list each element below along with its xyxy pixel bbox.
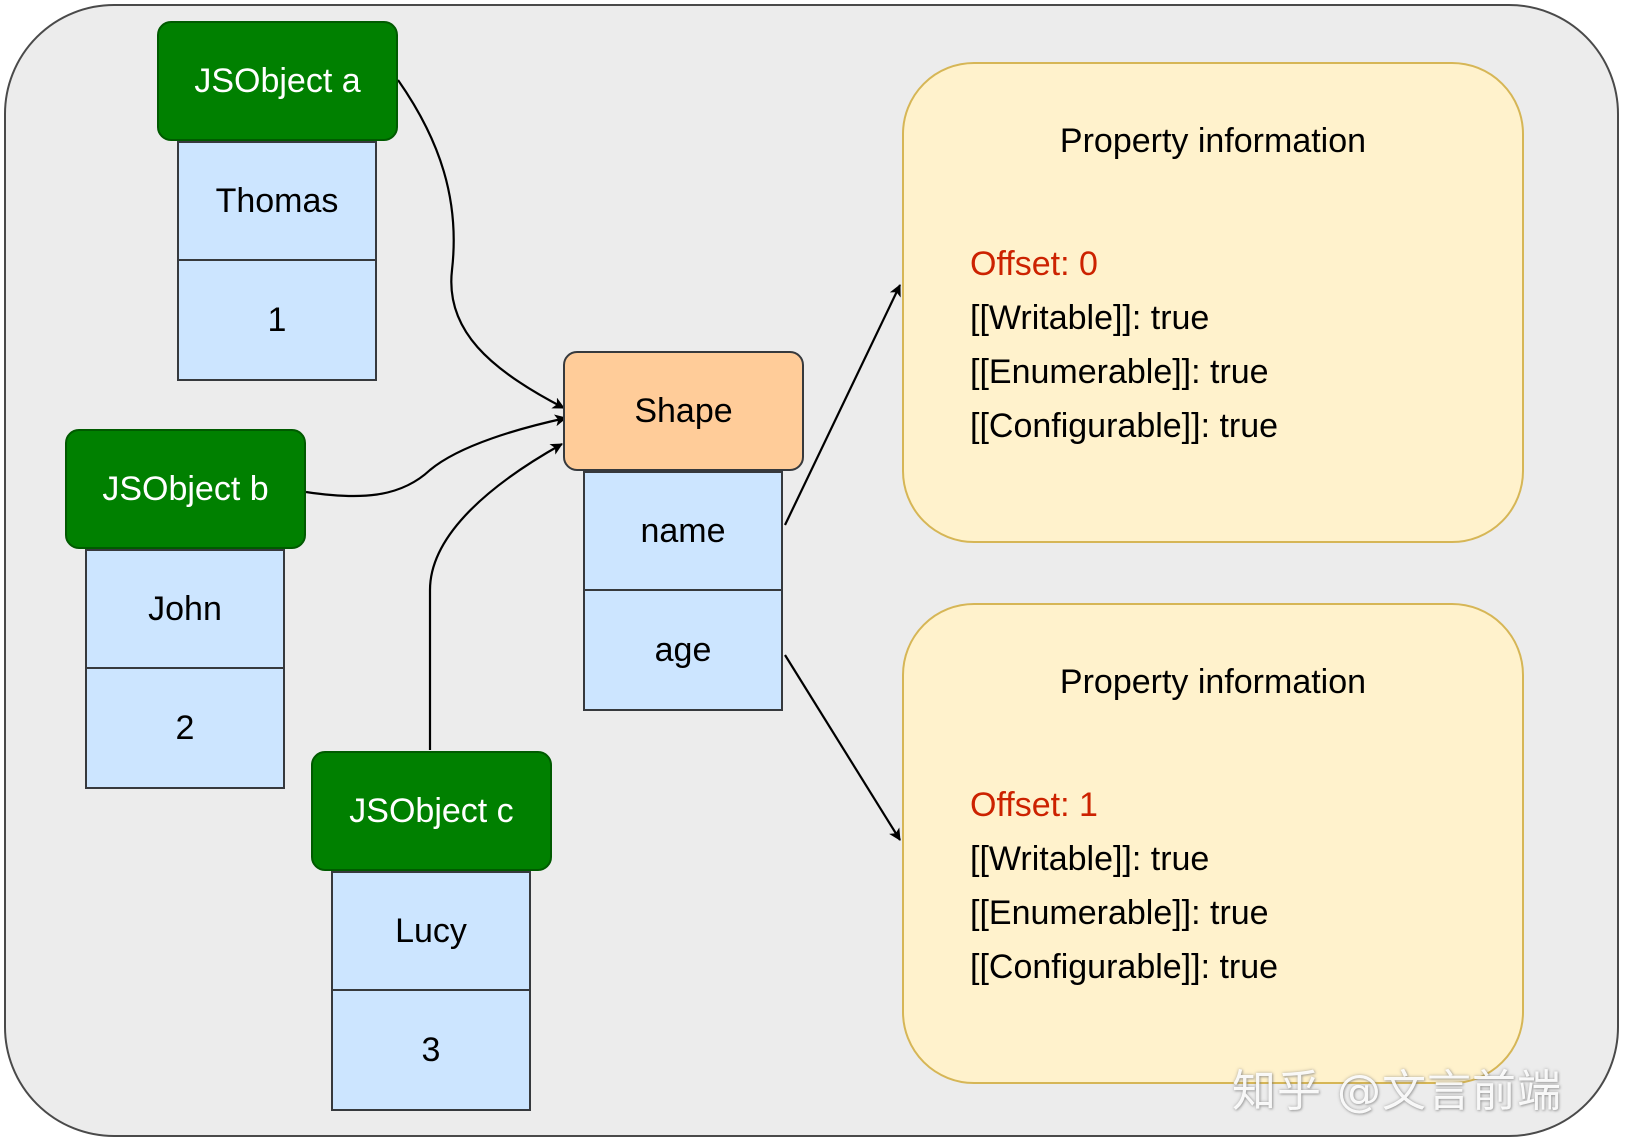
configurable-label: [[Configurable]]: true xyxy=(970,407,1279,445)
enumerable-label: [[Enumerable]]: true xyxy=(970,353,1269,391)
jsobject-a-cell-age: 1 xyxy=(177,259,377,381)
enumerable-label: [[Enumerable]]: true xyxy=(970,894,1269,932)
jsobject-b-header: JSObject b xyxy=(65,429,306,549)
watermark: 知乎 @文言前端 xyxy=(1232,1066,1562,1117)
offset-label: Offset: 1 xyxy=(970,786,1098,824)
arrow-age-to-panel-1 xyxy=(784,654,901,841)
arrow-c-to-shape xyxy=(428,443,563,750)
shape-cell-age: age xyxy=(583,589,783,711)
jsobject-a-header: JSObject a xyxy=(157,21,398,141)
property-panel-title: Property information xyxy=(1059,663,1367,701)
jsobject-c-cell-name: Lucy xyxy=(331,871,531,991)
jsobject-b-cell-name: John xyxy=(85,549,285,669)
offset-label: Offset: 0 xyxy=(970,245,1098,283)
jsobject-c-header: JSObject c xyxy=(311,751,552,871)
arrow-b-to-shape xyxy=(305,414,567,498)
property-panel-1: Property information Offset: 1 [[Writabl… xyxy=(902,603,1524,1084)
writable-label: [[Writable]]: true xyxy=(970,840,1210,878)
arrow-name-to-panel-0 xyxy=(784,284,901,526)
property-panel-0: Property information Offset: 0 [[Writabl… xyxy=(902,62,1524,543)
shape-cell-name: name xyxy=(583,471,783,591)
writable-label: [[Writable]]: true xyxy=(970,299,1210,337)
configurable-label: [[Configurable]]: true xyxy=(970,948,1279,986)
jsobject-a-cell-name: Thomas xyxy=(177,141,377,261)
property-panel-title: Property information xyxy=(1059,122,1367,160)
shape-header: Shape xyxy=(563,351,804,471)
jsobject-b-cell-age: 2 xyxy=(85,667,285,789)
jsobject-c-cell-age: 3 xyxy=(331,989,531,1111)
arrow-a-to-shape xyxy=(397,79,565,409)
